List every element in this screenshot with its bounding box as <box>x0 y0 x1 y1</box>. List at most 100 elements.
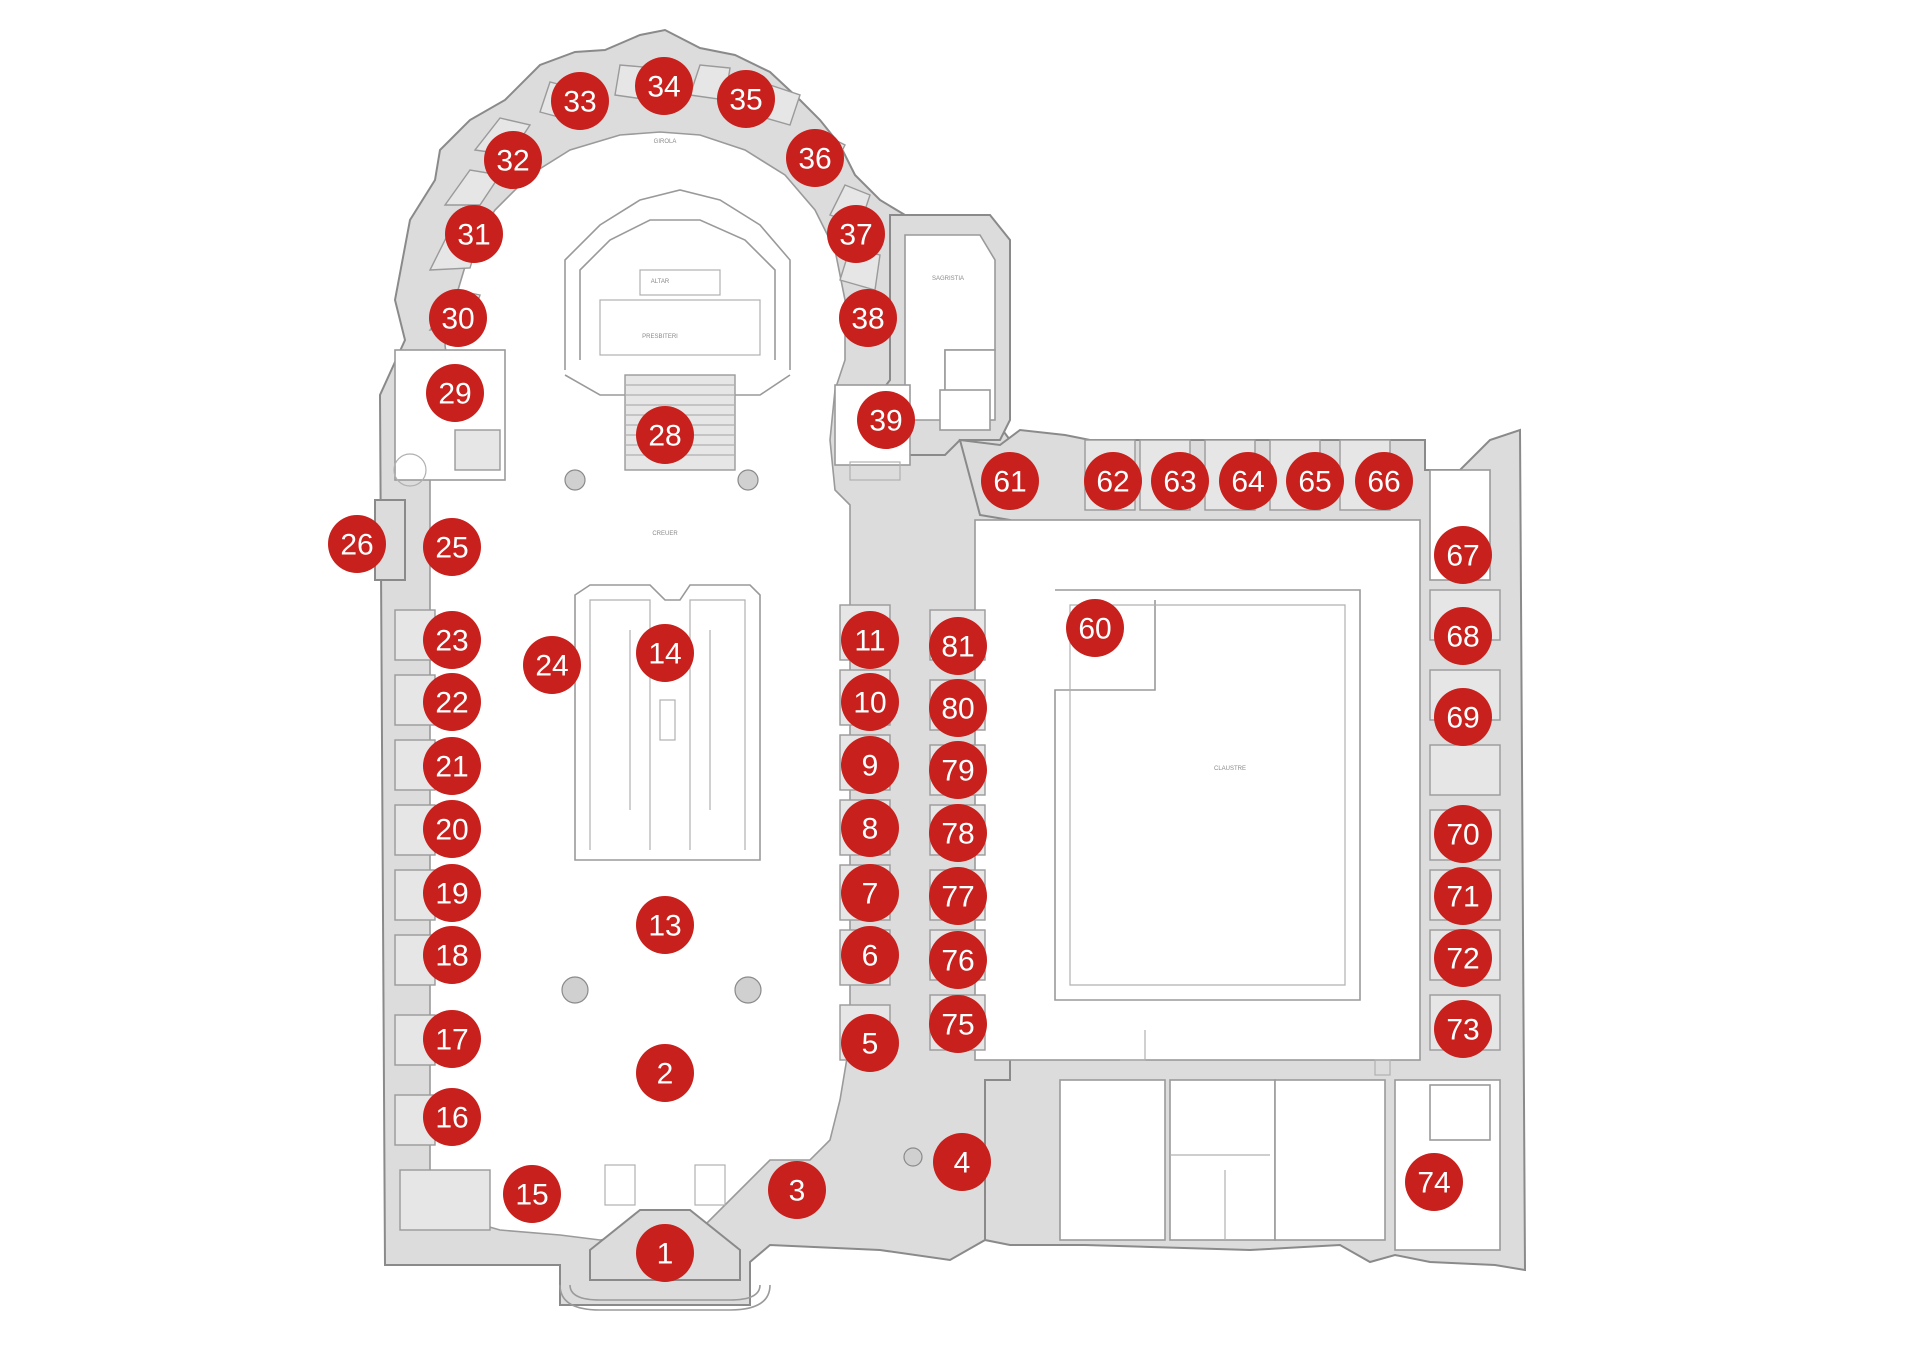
location-marker-20[interactable]: 20 <box>423 800 481 858</box>
location-marker-15[interactable]: 15 <box>503 1165 561 1223</box>
location-markers: 1234567891011131415161718192021222324252… <box>328 57 1492 1282</box>
location-marker-39[interactable]: 39 <box>857 391 915 449</box>
location-marker-66[interactable]: 66 <box>1355 452 1413 510</box>
location-marker-10[interactable]: 10 <box>841 673 899 731</box>
marker-circle <box>636 1044 694 1102</box>
marker-label: 81 <box>941 631 974 664</box>
location-marker-70[interactable]: 70 <box>1434 805 1492 863</box>
location-marker-38[interactable]: 38 <box>839 289 897 347</box>
location-marker-69[interactable]: 69 <box>1434 688 1492 746</box>
location-marker-80[interactable]: 80 <box>929 679 987 737</box>
marker-circle <box>1434 1000 1492 1058</box>
location-marker-64[interactable]: 64 <box>1219 452 1277 510</box>
sacristy: SAGRISTIA <box>834 214 1011 481</box>
marker-label: 60 <box>1078 613 1111 646</box>
marker-circle <box>328 515 386 573</box>
marker-label: 3 <box>789 1175 806 1208</box>
location-marker-4[interactable]: 4 <box>933 1133 991 1191</box>
location-marker-1[interactable]: 1 <box>636 1224 694 1282</box>
location-marker-68[interactable]: 68 <box>1434 607 1492 665</box>
location-marker-74[interactable]: 74 <box>1405 1153 1463 1211</box>
location-marker-16[interactable]: 16 <box>423 1088 481 1146</box>
marker-circle <box>423 737 481 795</box>
location-marker-34[interactable]: 34 <box>635 57 693 115</box>
location-marker-63[interactable]: 63 <box>1151 452 1209 510</box>
marker-circle <box>1219 452 1277 510</box>
location-marker-76[interactable]: 76 <box>929 931 987 989</box>
location-marker-78[interactable]: 78 <box>929 804 987 862</box>
marker-circle <box>423 800 481 858</box>
location-marker-33[interactable]: 33 <box>551 72 609 130</box>
marker-label: 25 <box>435 532 468 565</box>
marker-label: 19 <box>435 878 468 911</box>
marker-label: 66 <box>1367 466 1400 499</box>
marker-circle <box>1434 526 1492 584</box>
marker-circle <box>981 452 1039 510</box>
location-marker-31[interactable]: 31 <box>445 205 503 263</box>
marker-label: 70 <box>1446 819 1479 852</box>
marker-circle <box>841 926 899 984</box>
location-marker-9[interactable]: 9 <box>841 736 899 794</box>
marker-circle <box>636 1224 694 1282</box>
marker-label: 71 <box>1446 881 1479 914</box>
location-marker-26[interactable]: 26 <box>328 515 386 573</box>
marker-label: 20 <box>435 814 468 847</box>
marker-circle <box>1405 1153 1463 1211</box>
location-marker-81[interactable]: 81 <box>929 617 987 675</box>
location-marker-29[interactable]: 29 <box>426 364 484 422</box>
location-marker-13[interactable]: 13 <box>636 896 694 954</box>
location-marker-28[interactable]: 28 <box>636 406 694 464</box>
location-marker-79[interactable]: 79 <box>929 741 987 799</box>
location-marker-2[interactable]: 2 <box>636 1044 694 1102</box>
location-marker-25[interactable]: 25 <box>423 518 481 576</box>
marker-label: 67 <box>1446 540 1479 573</box>
location-marker-32[interactable]: 32 <box>484 131 542 189</box>
location-marker-5[interactable]: 5 <box>841 1014 899 1072</box>
location-marker-62[interactable]: 62 <box>1084 452 1142 510</box>
location-marker-65[interactable]: 65 <box>1286 452 1344 510</box>
location-marker-19[interactable]: 19 <box>423 864 481 922</box>
location-marker-77[interactable]: 77 <box>929 867 987 925</box>
location-marker-71[interactable]: 71 <box>1434 867 1492 925</box>
location-marker-6[interactable]: 6 <box>841 926 899 984</box>
location-marker-72[interactable]: 72 <box>1434 929 1492 987</box>
location-marker-61[interactable]: 61 <box>981 452 1039 510</box>
marker-label: 64 <box>1231 466 1264 499</box>
location-marker-73[interactable]: 73 <box>1434 1000 1492 1058</box>
marker-circle <box>423 518 481 576</box>
marker-circle <box>929 617 987 675</box>
location-marker-67[interactable]: 67 <box>1434 526 1492 584</box>
location-marker-23[interactable]: 23 <box>423 611 481 669</box>
location-marker-75[interactable]: 75 <box>929 995 987 1053</box>
marker-circle <box>827 205 885 263</box>
location-marker-22[interactable]: 22 <box>423 673 481 731</box>
marker-label: 78 <box>941 818 974 851</box>
marker-label: 68 <box>1446 621 1479 654</box>
marker-circle <box>841 799 899 857</box>
location-marker-17[interactable]: 17 <box>423 1010 481 1068</box>
marker-circle <box>1434 929 1492 987</box>
marker-circle <box>929 931 987 989</box>
marker-label: 61 <box>993 466 1026 499</box>
marker-label: 28 <box>648 420 681 453</box>
marker-label: 33 <box>563 86 596 119</box>
location-marker-8[interactable]: 8 <box>841 799 899 857</box>
location-marker-21[interactable]: 21 <box>423 737 481 795</box>
location-marker-30[interactable]: 30 <box>429 289 487 347</box>
marker-label: 36 <box>798 143 831 176</box>
marker-label: 35 <box>729 84 762 117</box>
location-marker-35[interactable]: 35 <box>717 70 775 128</box>
location-marker-14[interactable]: 14 <box>636 624 694 682</box>
location-marker-3[interactable]: 3 <box>768 1161 826 1219</box>
marker-circle <box>1434 607 1492 665</box>
location-marker-24[interactable]: 24 <box>523 636 581 694</box>
location-marker-18[interactable]: 18 <box>423 926 481 984</box>
location-marker-11[interactable]: 11 <box>841 611 899 669</box>
marker-circle <box>484 131 542 189</box>
location-marker-36[interactable]: 36 <box>786 129 844 187</box>
marker-circle <box>841 864 899 922</box>
location-marker-60[interactable]: 60 <box>1066 599 1124 657</box>
location-marker-37[interactable]: 37 <box>827 205 885 263</box>
location-marker-7[interactable]: 7 <box>841 864 899 922</box>
